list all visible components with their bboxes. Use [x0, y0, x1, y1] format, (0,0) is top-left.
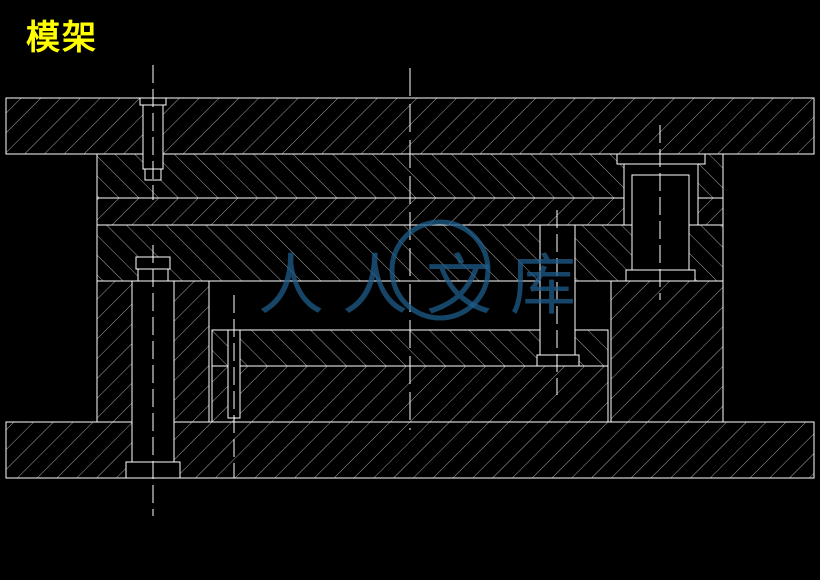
top-left-screw	[139, 65, 167, 200]
drawing-title: 模架	[26, 18, 98, 58]
watermark-text: 人人文库	[258, 247, 594, 324]
support-pillar	[536, 210, 580, 395]
left-guide-pin	[125, 245, 181, 516]
watermark-circle	[389, 219, 491, 321]
ejector-pin	[227, 295, 241, 478]
right-guide-bushing	[616, 125, 706, 300]
right-support-block	[610, 280, 724, 423]
